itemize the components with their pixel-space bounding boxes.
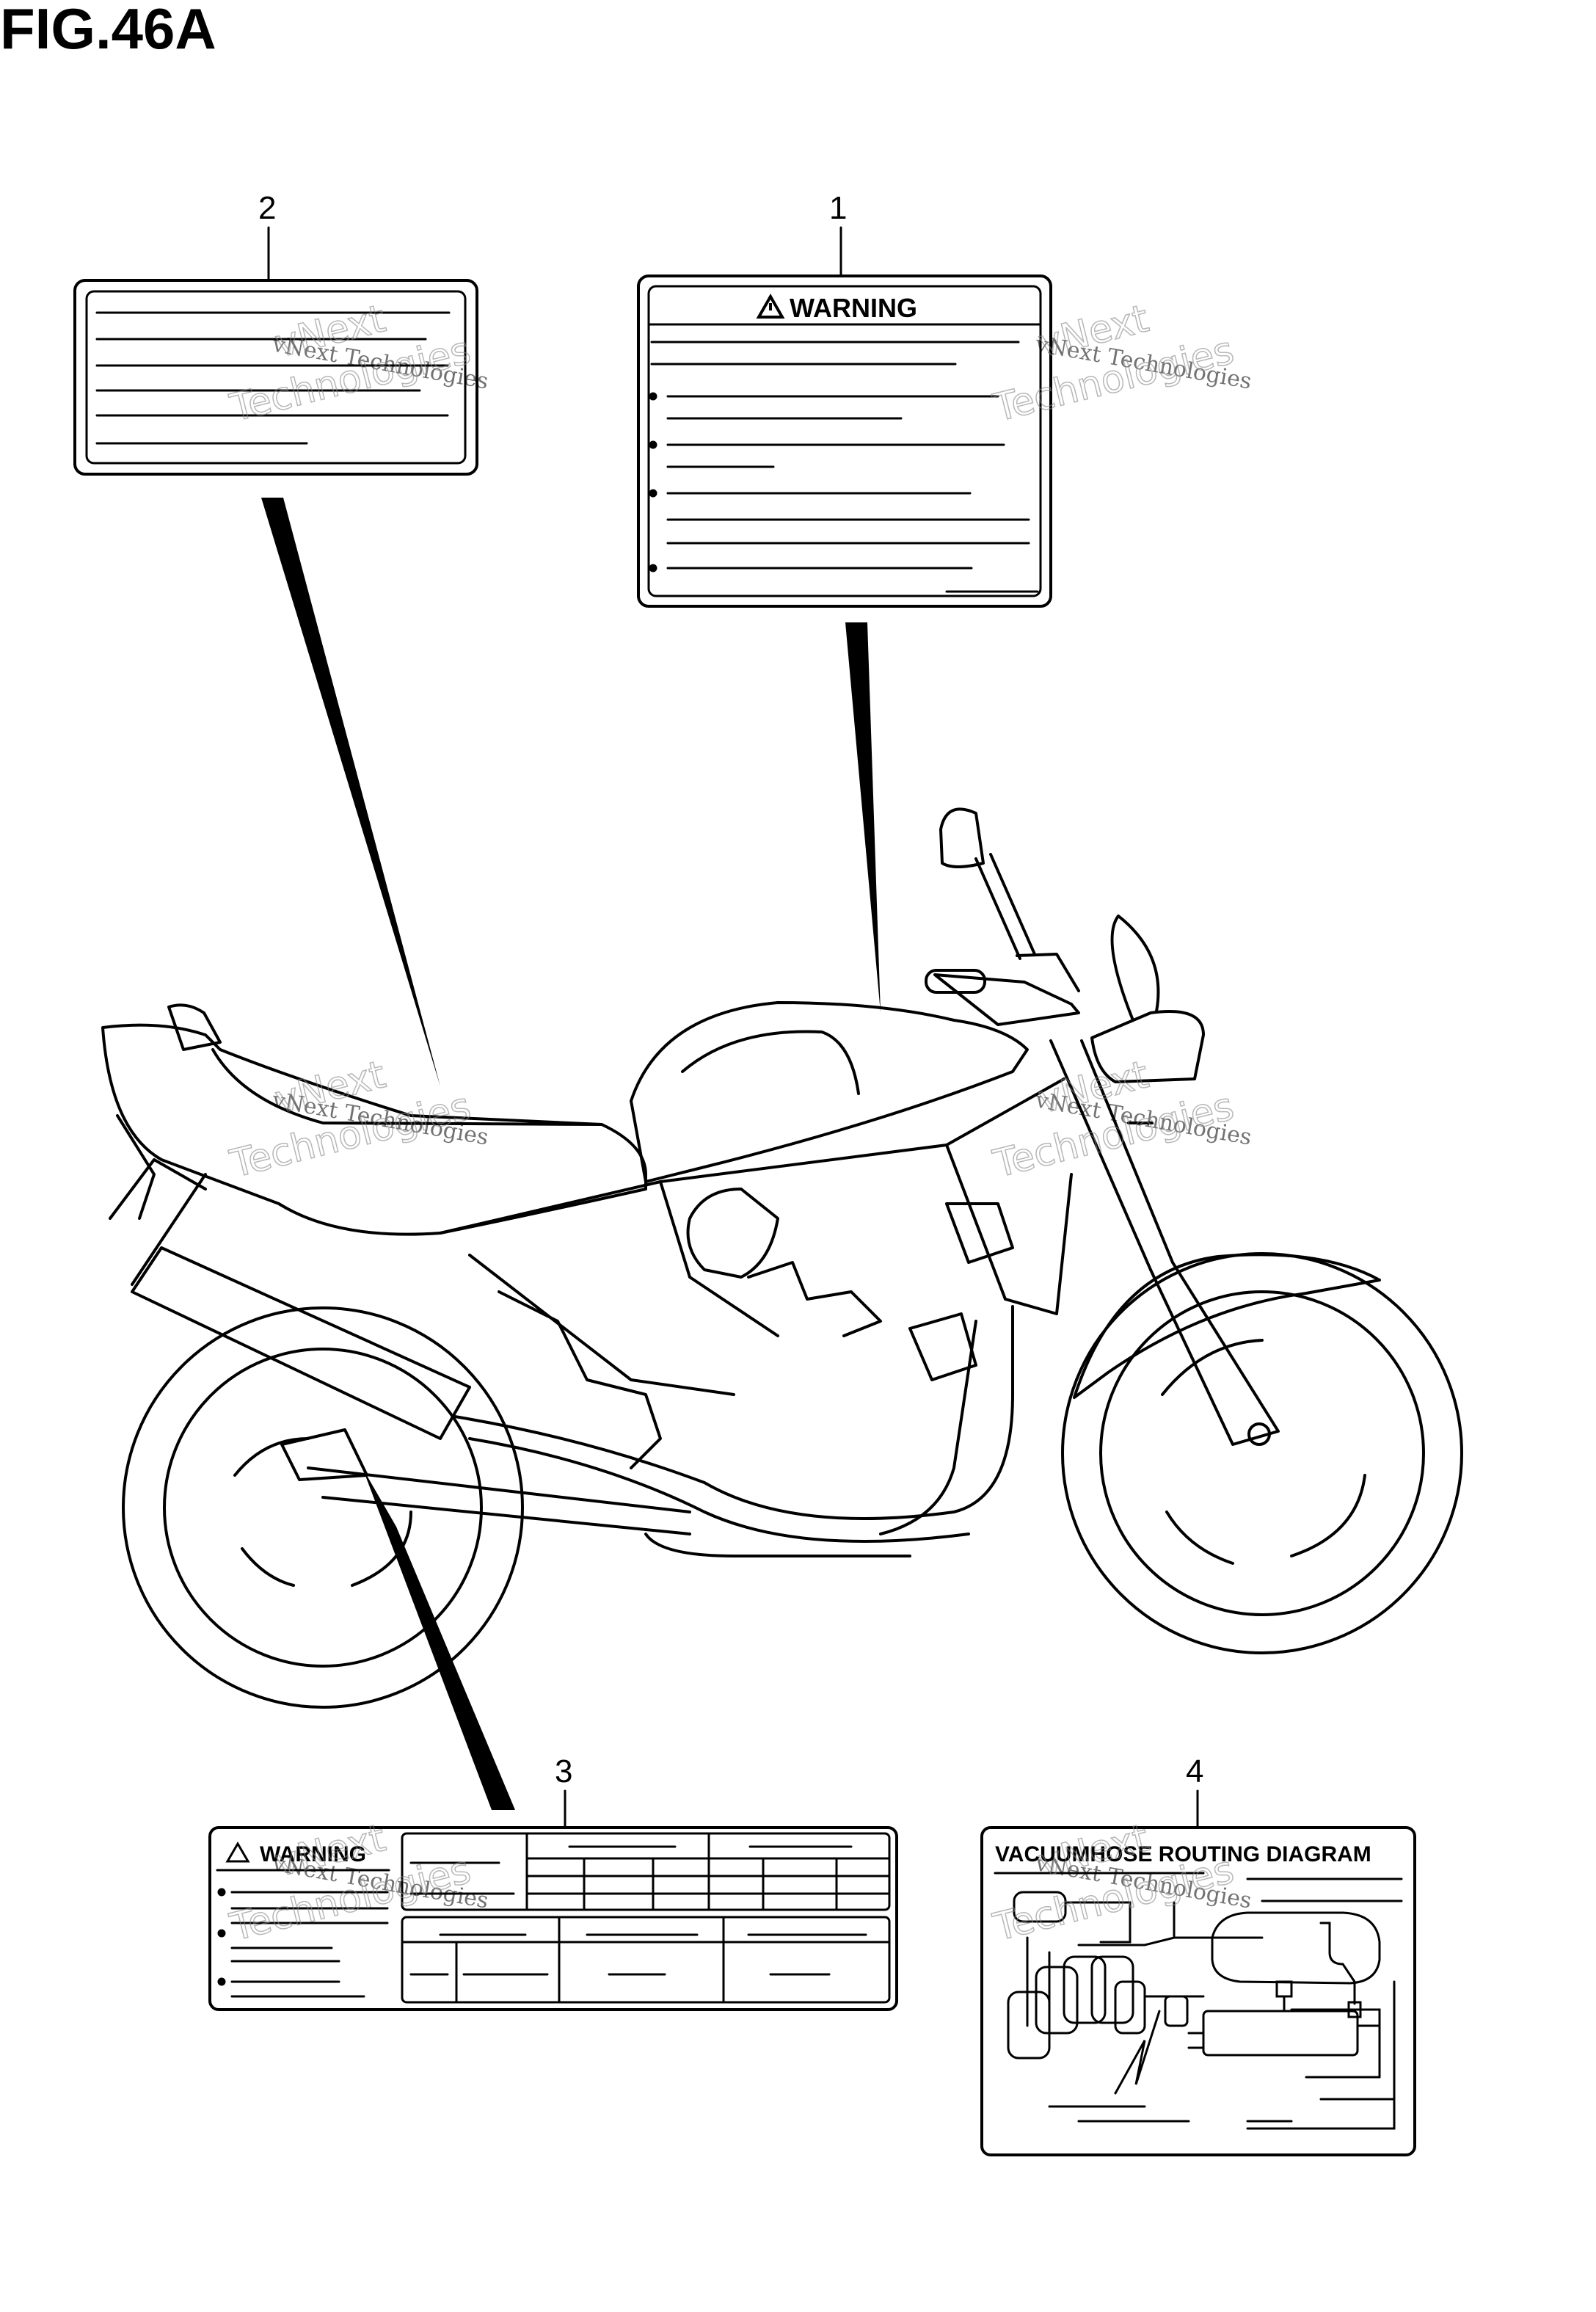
callout-number-3: 3 bbox=[555, 1753, 572, 1789]
label-3[interactable]: 3 WARNING bbox=[208, 1753, 898, 2011]
callout-number-1: 1 bbox=[829, 190, 847, 226]
warning-triangle-icon bbox=[225, 1842, 250, 1863]
label-3-upper-table bbox=[409, 1832, 891, 1911]
rear-wheel bbox=[122, 1306, 524, 1709]
label-3-lower-table bbox=[401, 1916, 891, 2004]
label-1[interactable]: 1 WARNING bbox=[637, 190, 1052, 608]
label-2-text-lines bbox=[95, 311, 451, 445]
warning-triangle-icon bbox=[756, 293, 785, 319]
label-3-warning-text: WARNING bbox=[260, 1842, 366, 1866]
callout-number-4: 4 bbox=[1186, 1753, 1203, 1789]
label-2[interactable]: 2 bbox=[73, 190, 478, 476]
motorcycle-illustration bbox=[101, 807, 1463, 1709]
front-wheel bbox=[1061, 1252, 1463, 1654]
label-3-body-lines bbox=[216, 1869, 390, 1998]
label-1-text-lines bbox=[647, 323, 1042, 593]
callout-number-2: 2 bbox=[258, 190, 276, 226]
label-4-title: VACUUMHOSE ROUTING DIAGRAM bbox=[995, 1842, 1371, 1866]
label-4[interactable]: 4 VACUUMHOSE ROUTING DIAGRAM bbox=[980, 1753, 1416, 2156]
figure-title: FIG.46A bbox=[0, 0, 216, 61]
label-4-diagram bbox=[994, 1872, 1403, 2130]
label-1-warning-text: WARNING bbox=[790, 293, 917, 323]
pointer-wedges bbox=[261, 498, 881, 1810]
watermarks: vNext Technologies vNext Technologies vN… bbox=[225, 297, 1253, 1951]
